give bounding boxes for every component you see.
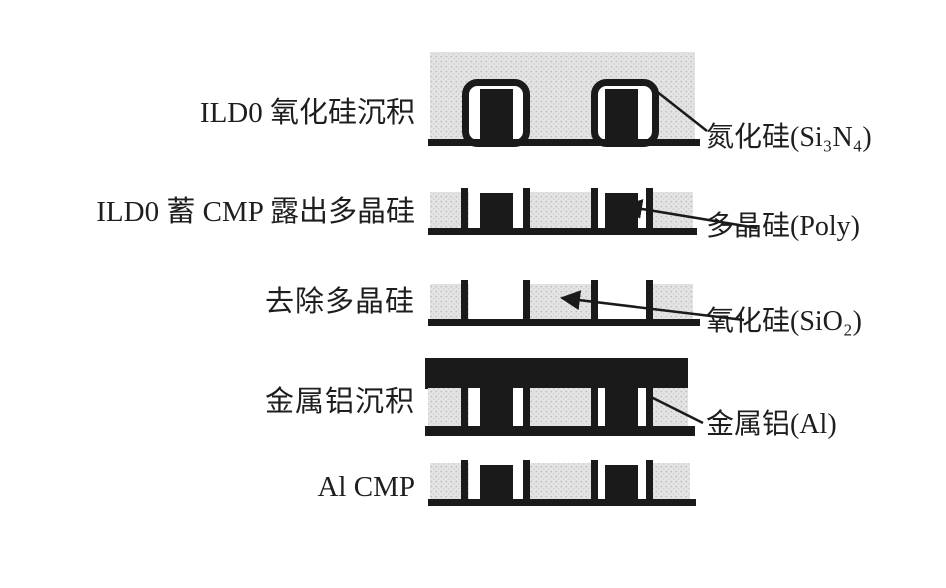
step5-cross-section (428, 460, 696, 506)
aluminum-blanket-layer (425, 358, 688, 389)
step-label-al-cmp: Al CMP (317, 471, 415, 503)
nitride-spacer (646, 188, 653, 228)
poly-gate (605, 193, 638, 228)
nitride-spacer (461, 280, 468, 319)
nitride-spacer (646, 460, 653, 499)
substrate-line (428, 499, 696, 506)
empty-gate-trench (598, 284, 646, 319)
step-label-remove-poly: 去除多晶硅 (264, 286, 415, 318)
callout-aluminum: 金属铝(Al) (706, 409, 837, 440)
nitride-spacer (591, 388, 598, 426)
nitride-spacer (591, 280, 598, 319)
nitride-spacer (523, 188, 530, 228)
callout-silicon-oxide: 氧化硅(SiO₂) (706, 306, 862, 337)
nitride-spacer (523, 388, 530, 426)
step3-cross-section (428, 280, 745, 326)
step4-cross-section (425, 358, 704, 436)
nitride-spacer (461, 460, 468, 499)
nitride-spacer (591, 188, 598, 228)
step-label-ild0-oxide-deposition: ILD0 氧化硅沉积 (199, 97, 415, 129)
poly-gate (480, 89, 513, 140)
substrate-line (425, 426, 695, 436)
oxide-arrow (560, 290, 745, 322)
step-label-ild0-cmp-expose-poly: ILD0 蓄 CMP 露出多晶硅 (96, 196, 415, 228)
aluminum-leader-line (648, 394, 704, 425)
aluminum-gate-fill (605, 386, 638, 426)
poly-arrow (622, 199, 758, 230)
poly-gate (480, 193, 513, 228)
nitride-spacer (646, 388, 653, 426)
step1-cross-section (428, 52, 708, 147)
substrate-line (428, 319, 700, 326)
aluminum-gate (605, 465, 638, 499)
nitride-spacer (523, 280, 530, 319)
nitride-spacer (523, 460, 530, 499)
substrate-line (428, 228, 697, 235)
step-label-aluminum-deposition: 金属铝沉积 (264, 386, 415, 418)
aluminum-gate-fill (480, 386, 513, 426)
callout-polysilicon: 多晶硅(Poly) (706, 211, 861, 242)
empty-gate-trench (469, 284, 523, 319)
nitride-spacer (646, 280, 653, 319)
nitride-spacer (461, 388, 468, 426)
aluminum-gate (480, 465, 513, 499)
poly-gate (605, 89, 638, 140)
substrate-line (428, 139, 700, 146)
nitride-leader-line (650, 86, 708, 132)
nitride-spacer (591, 460, 598, 499)
callout-silicon-nitride: 氮化硅(Si₃N₄) (706, 122, 872, 153)
nitride-spacer (461, 188, 468, 228)
step2-cross-section (428, 188, 758, 235)
